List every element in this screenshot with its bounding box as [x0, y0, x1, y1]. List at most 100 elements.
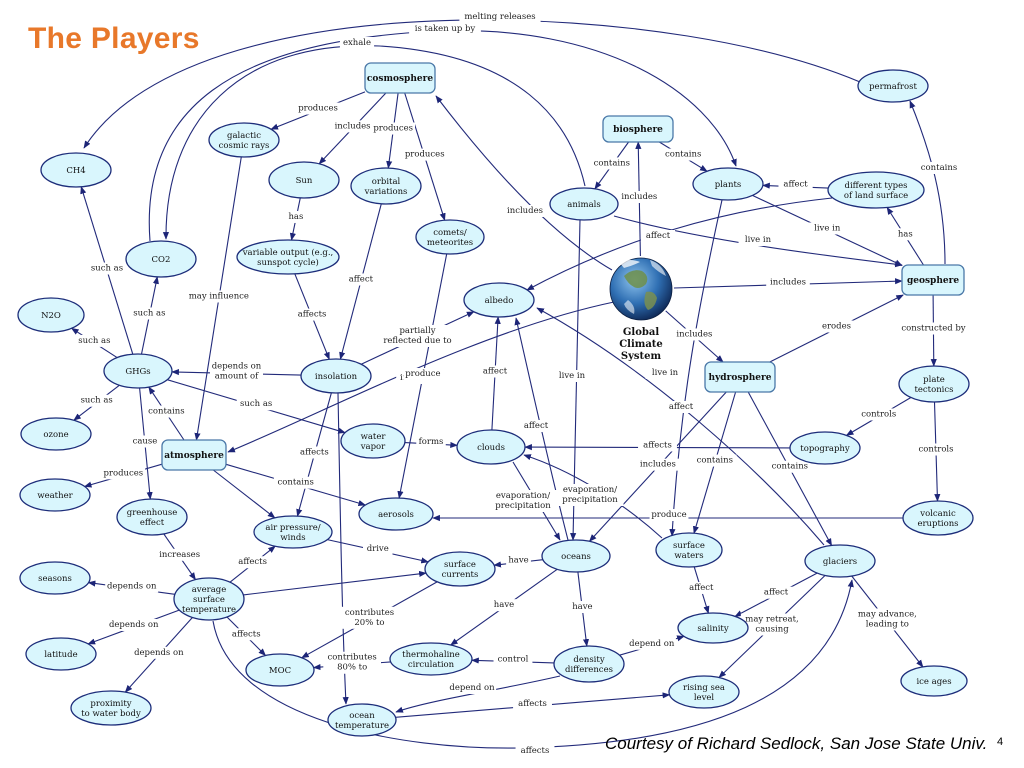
edge-label-gcs-to-biosphere: includes — [617, 191, 662, 204]
edge-label-text: such as — [78, 336, 110, 346]
edge-label-text: includes — [621, 192, 657, 202]
node-sun[interactable]: Sun — [268, 161, 340, 199]
node-geosphere[interactable]: geosphere — [901, 264, 965, 296]
node-proximity-label: to water body — [81, 709, 141, 719]
edge-label-text: includes — [770, 277, 806, 287]
edge-label-text: affect — [524, 421, 549, 431]
node-co2-oval — [125, 240, 197, 278]
node-comets[interactable]: comets/meteorites — [415, 219, 485, 255]
node-glaciers[interactable]: glaciers — [804, 544, 876, 578]
node-comets-label: meteorites — [427, 238, 473, 248]
node-seasons-label: seasons — [38, 574, 72, 584]
node-biosphere[interactable]: biosphere — [602, 115, 674, 143]
node-ozone[interactable]: ozone — [20, 417, 92, 451]
node-insolation[interactable]: insolation — [300, 358, 372, 394]
node-cosmosphere[interactable]: cosmosphere — [364, 62, 436, 94]
edge-label-hydrosphere-to-surfwaters: contains — [692, 454, 737, 467]
node-varout-label: variable output (e.g., — [242, 247, 334, 258]
node-clouds-oval — [456, 429, 526, 465]
node-n2o[interactable]: N2O — [17, 297, 85, 333]
node-hydrosphere[interactable]: hydrosphere — [704, 361, 776, 393]
edge-label-text: affects — [300, 447, 329, 457]
edge-label-text: affect — [646, 231, 671, 241]
node-density-label: density — [573, 655, 604, 665]
node-iceages[interactable]: ice ages — [900, 665, 968, 697]
edge-label-surfwaters-to-salinity: affect — [684, 581, 719, 594]
edge-label-text: affects — [298, 310, 327, 320]
edge-label-text: affect — [689, 583, 714, 593]
node-permafrost[interactable]: permafrost — [857, 69, 929, 103]
node-topography[interactable]: topography — [789, 431, 861, 465]
node-seasons[interactable]: seasons — [19, 561, 91, 595]
edge-label-animals-to-geosphere: live in — [738, 234, 778, 246]
node-seasons-oval — [19, 561, 91, 595]
edge-label-text: affect — [483, 367, 508, 377]
node-airpressure[interactable]: air pressure/winds — [253, 515, 333, 549]
node-varout-label: sunspot cycle) — [257, 257, 319, 268]
node-oceans[interactable]: oceans — [541, 539, 611, 573]
edge-label-hydrosphere-to-oceans: includes — [636, 458, 680, 471]
node-co2[interactable]: CO2 — [125, 240, 197, 278]
node-atmosphere[interactable]: atmosphere — [161, 439, 227, 471]
edge-label-text: produces — [373, 124, 413, 134]
node-orbital-oval — [350, 167, 422, 205]
node-moc-oval — [245, 653, 315, 687]
node-topography-label: topography — [800, 444, 850, 454]
edge-label-oceans-to-albedo: affect — [518, 420, 554, 432]
node-ch4-label: CH4 — [66, 166, 85, 176]
node-clouds[interactable]: clouds — [456, 429, 526, 465]
node-cosmosphere-box — [364, 62, 436, 94]
edge-label-text: depends on — [212, 361, 262, 371]
node-varout[interactable]: variable output (e.g.,sunspot cycle) — [236, 239, 340, 275]
node-weather-label: weather — [37, 491, 73, 501]
node-density-label: differences — [565, 665, 613, 675]
edge-label-text: such as — [81, 396, 113, 406]
node-salinity[interactable]: salinity — [677, 612, 749, 644]
node-gcr-label: galactic — [227, 131, 261, 141]
node-ch4[interactable]: CH4 — [40, 152, 112, 188]
edge-permafrost-to-ch4 — [83, 19, 861, 149]
edge-label-text: have — [508, 555, 528, 565]
node-plants[interactable]: plants — [692, 167, 764, 201]
edge-label-cosmosphere-to-comets: produces — [402, 148, 447, 161]
edge-label-text: contains — [921, 163, 957, 173]
node-moc-label: MOC — [269, 666, 291, 676]
node-aerosols[interactable]: aerosols — [358, 497, 434, 531]
edge-plants-to-surfwaters — [669, 199, 723, 537]
edge-label-text: forms — [419, 437, 444, 447]
node-moc[interactable]: MOC — [245, 653, 315, 687]
edge-label-text: precipitation — [562, 495, 618, 505]
node-albedo[interactable]: albedo — [463, 282, 535, 318]
node-ch4-oval — [40, 152, 112, 188]
node-weather[interactable]: weather — [19, 478, 91, 512]
node-watervapor-label: vapor — [360, 442, 386, 452]
node-ghgs[interactable]: GHGs — [103, 353, 173, 389]
node-sealevel-label: rising sea — [683, 683, 725, 693]
node-latitude[interactable]: latitude — [25, 637, 97, 671]
node-animals[interactable]: animals — [549, 187, 619, 221]
edge-label-text: produces — [103, 468, 143, 478]
node-density-oval — [553, 645, 625, 683]
edge-label-surfwaters-to-clouds: evaporation/precipitation — [556, 484, 624, 506]
node-volcanic-label: volcanic — [919, 509, 956, 519]
edge-label-text: such as — [91, 264, 123, 274]
node-surfcurrents-label: currents — [442, 570, 479, 580]
edge-animals-to-co2 — [162, 45, 586, 240]
edge-label-cosmosphere-to-orbital: produces — [371, 122, 415, 135]
